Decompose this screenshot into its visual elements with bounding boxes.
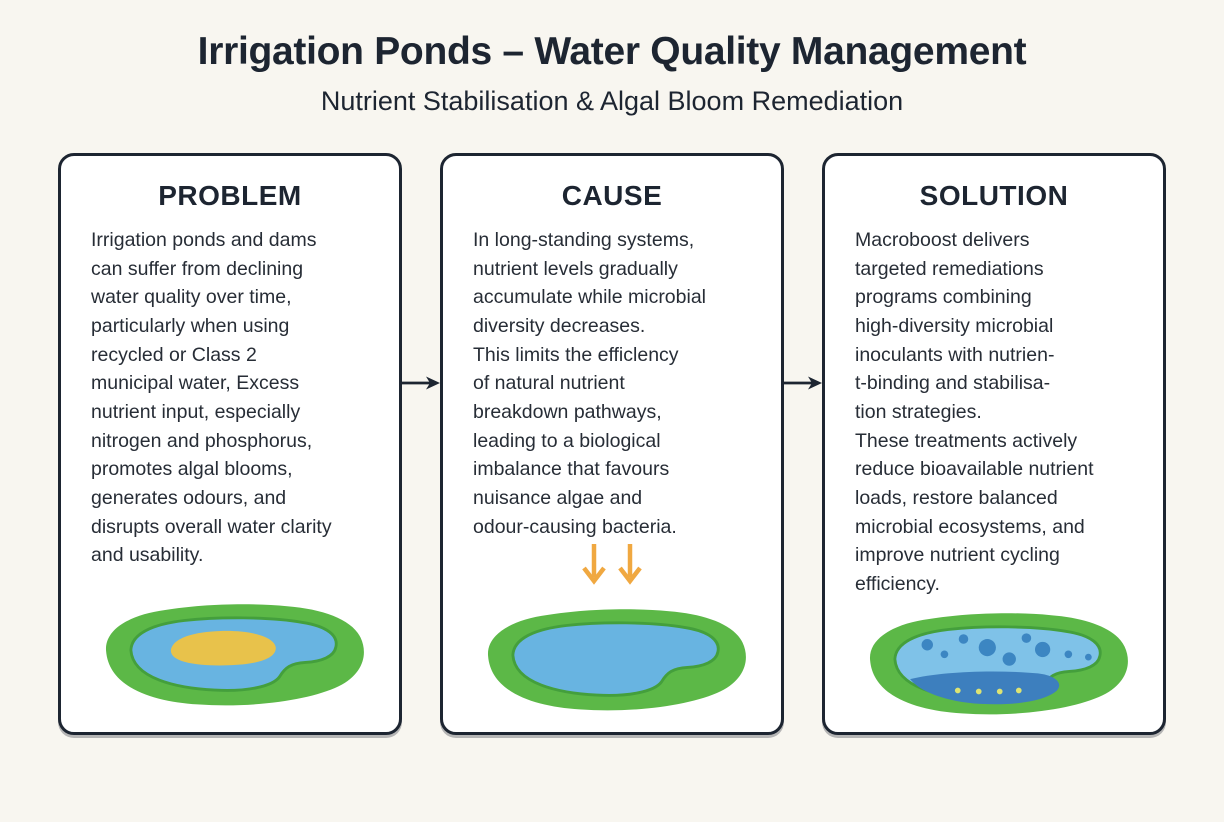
nutrient-binding-dots — [954, 687, 1022, 694]
right-arrow-icon — [782, 375, 824, 391]
nutrient-input-down-arrows-icon — [582, 544, 642, 585]
down-arrow-icon — [618, 544, 642, 585]
sediment-layer-shape — [910, 670, 1060, 704]
infographic-page: Irrigation Ponds – Water Quality Managem… — [0, 30, 1224, 735]
card-problem: PROBLEM Irrigation ponds and dams can su… — [58, 153, 402, 735]
cause-heading: CAUSE — [561, 180, 663, 211]
cards-row: PROBLEM Irrigation ponds and dams can su… — [0, 153, 1224, 735]
problem-body: Irrigation ponds and dams can suffer fro… — [91, 229, 332, 567]
problem-heading: PROBLEM — [158, 180, 302, 211]
down-arrow-icon — [582, 544, 606, 585]
solution-body: Macroboost delivers targeted remediation… — [855, 229, 1094, 595]
microbial-dots — [921, 632, 1092, 666]
card-cause: CAUSE In long-standing systems, nutrient… — [440, 153, 784, 735]
pond-with-microbial-treatment-icon — [869, 612, 1128, 714]
cause-illustration — [469, 541, 755, 719]
pond-water-shape — [511, 621, 720, 698]
page-title: Irrigation Ponds – Water Quality Managem… — [197, 30, 1027, 73]
cause-body: In long-standing systems, nutrient level… — [473, 229, 707, 538]
algal-bloom-shape — [170, 630, 276, 666]
solution-illustration — [851, 599, 1137, 723]
solution-heading: SOLUTION — [919, 180, 1069, 211]
pond-with-algal-bloom-icon — [105, 604, 364, 706]
card-solution: SOLUTION Macroboost delivers targeted re… — [822, 153, 1166, 735]
pond-icon — [487, 609, 746, 711]
page-subtitle: Nutrient Stabilisation & Algal Bloom Rem… — [320, 86, 904, 116]
problem-illustration — [87, 590, 373, 714]
right-arrow-icon — [400, 375, 442, 391]
